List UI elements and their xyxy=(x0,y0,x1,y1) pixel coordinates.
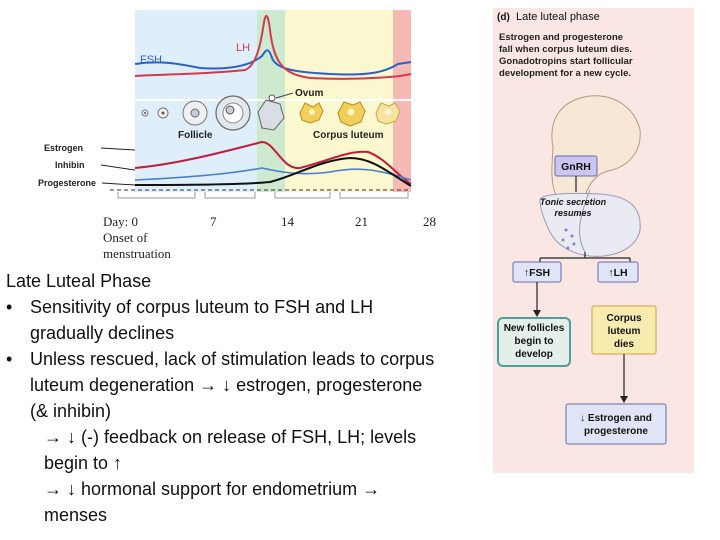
estrogen-row-label: Estrogen xyxy=(44,143,83,153)
corpus-luteum-stages xyxy=(299,101,401,127)
tonic-secretion-line-2: resumes xyxy=(554,208,591,218)
panel-desc-line-3: Gonadotropins start follicular xyxy=(499,56,633,67)
follicle-stages xyxy=(141,94,285,131)
day-ticks xyxy=(117,192,409,199)
inhibin-curve xyxy=(134,167,412,181)
fsh-curve xyxy=(134,49,412,76)
lh-label: LH xyxy=(236,42,250,54)
gnrh-box xyxy=(554,155,598,177)
day-0-label: Day: 0 Onset of menstruation xyxy=(103,214,171,261)
lh-increase-label: ↑LH xyxy=(608,267,627,279)
sub-point-1: → ↓ (-) feedback on release of FSH, LH; … xyxy=(44,427,417,473)
estrogen-curve xyxy=(134,140,412,185)
panel-desc-line-1: Estrogen and progesterone xyxy=(499,32,623,43)
day-21-label: 21 xyxy=(355,214,368,229)
lecture-text: Late Luteal Phase • Sensitivity of corpu… xyxy=(6,268,492,528)
bullet-2: • Unless rescued, lack of stimulation le… xyxy=(6,349,435,421)
menstrual-cycle-chart: FSH LH Ovum Follicle Corpus luteum Estro… xyxy=(38,10,412,199)
new-follicles-line-1: New follicles xyxy=(504,323,565,334)
section-title: Late Luteal Phase xyxy=(6,271,152,291)
lh-curve xyxy=(134,14,412,80)
day-14-label: 14 xyxy=(281,214,294,229)
new-follicles-line-3: develop xyxy=(515,349,553,360)
follicle-label: Follicle xyxy=(178,130,213,141)
estro-prog-line-2: progesterone xyxy=(584,426,648,437)
day-28-label: 28 xyxy=(423,214,436,229)
progesterone-curve xyxy=(134,156,412,187)
lh-increase-box xyxy=(597,261,639,283)
new-follicles-line-2: begin to xyxy=(515,336,554,347)
progesterone-row-label: Progesterone xyxy=(38,178,96,188)
panel-desc-line-2: fall when corpus luteum dies. xyxy=(499,44,632,55)
panel-background xyxy=(493,8,694,473)
corpus-dies-line-3: dies xyxy=(614,339,634,350)
gnrh-label: GnRH xyxy=(561,161,591,173)
fsh-label: FSH xyxy=(140,54,162,66)
sub-point-2: → ↓ hormonal support for endometrium → m… xyxy=(44,479,381,525)
day-7-label: 7 xyxy=(210,214,217,229)
estro-prog-line-1: ↓ Estrogen and xyxy=(580,413,652,424)
ovum-label: Ovum xyxy=(295,88,323,99)
tonic-secretion-line-1: Tonic secretion xyxy=(540,197,607,207)
corpus-luteum-label: Corpus luteum xyxy=(313,130,384,141)
inhibin-row-label: Inhibin xyxy=(55,160,85,170)
hypothalamus-pituitary-illustration xyxy=(539,95,641,257)
fsh-increase-box xyxy=(512,261,562,283)
corpus-dies-line-2: luteum xyxy=(608,326,641,337)
corpus-luteum-dies-box xyxy=(591,305,657,355)
new-follicles-box xyxy=(497,317,571,367)
panel-heading: Late luteal phase xyxy=(516,11,600,23)
corpus-dies-line-1: Corpus xyxy=(607,313,642,324)
estrogen-progesterone-box xyxy=(565,403,667,445)
panel-tag: (d) xyxy=(497,12,510,23)
panel-desc-line-4: development for a new cycle. xyxy=(499,68,631,79)
bullet-1: • Sensitivity of corpus luteum to FSH an… xyxy=(6,297,374,343)
fsh-increase-label: ↑FSH xyxy=(524,267,550,279)
